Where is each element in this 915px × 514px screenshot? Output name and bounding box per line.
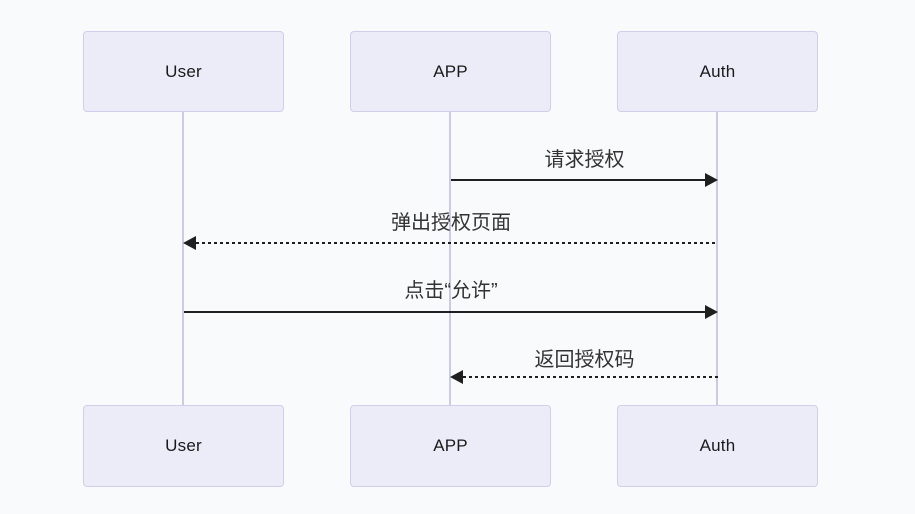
lifeline-app (449, 112, 451, 405)
actor-auth-bottom: Auth (617, 405, 818, 487)
lifeline-user (182, 112, 184, 405)
lifeline-auth (716, 112, 718, 405)
actor-app-bottom: APP (350, 405, 551, 487)
actor-auth-label: Auth (699, 61, 736, 81)
message-line-return-auth-code (463, 376, 718, 378)
arrowhead-left-icon (183, 236, 196, 250)
message-label-request-auth: 请求授权 (544, 149, 625, 171)
message-label-return-auth-code: 返回授权码 (534, 349, 635, 371)
actor-user-label: User (165, 61, 202, 81)
message-line-request-auth (451, 179, 706, 181)
actor-user-top: User (83, 31, 284, 112)
actor-auth-label: Auth (699, 436, 736, 455)
actor-app-top: APP (350, 31, 551, 112)
actor-auth-top: Auth (617, 31, 818, 112)
actor-user-bottom: User (83, 405, 284, 487)
arrowhead-left-icon (450, 370, 463, 384)
actor-app-label: APP (433, 436, 468, 455)
actor-app-label: APP (433, 61, 468, 81)
arrowhead-right-icon (705, 173, 718, 187)
message-line-click-allow (184, 311, 706, 313)
arrowhead-right-icon (705, 305, 718, 319)
message-label-click-allow: 点击“允许” (404, 280, 498, 302)
message-label-popup-auth-page: 弹出授权页面 (391, 212, 511, 234)
actor-user-label: User (165, 436, 202, 455)
message-line-popup-auth-page (196, 242, 718, 244)
